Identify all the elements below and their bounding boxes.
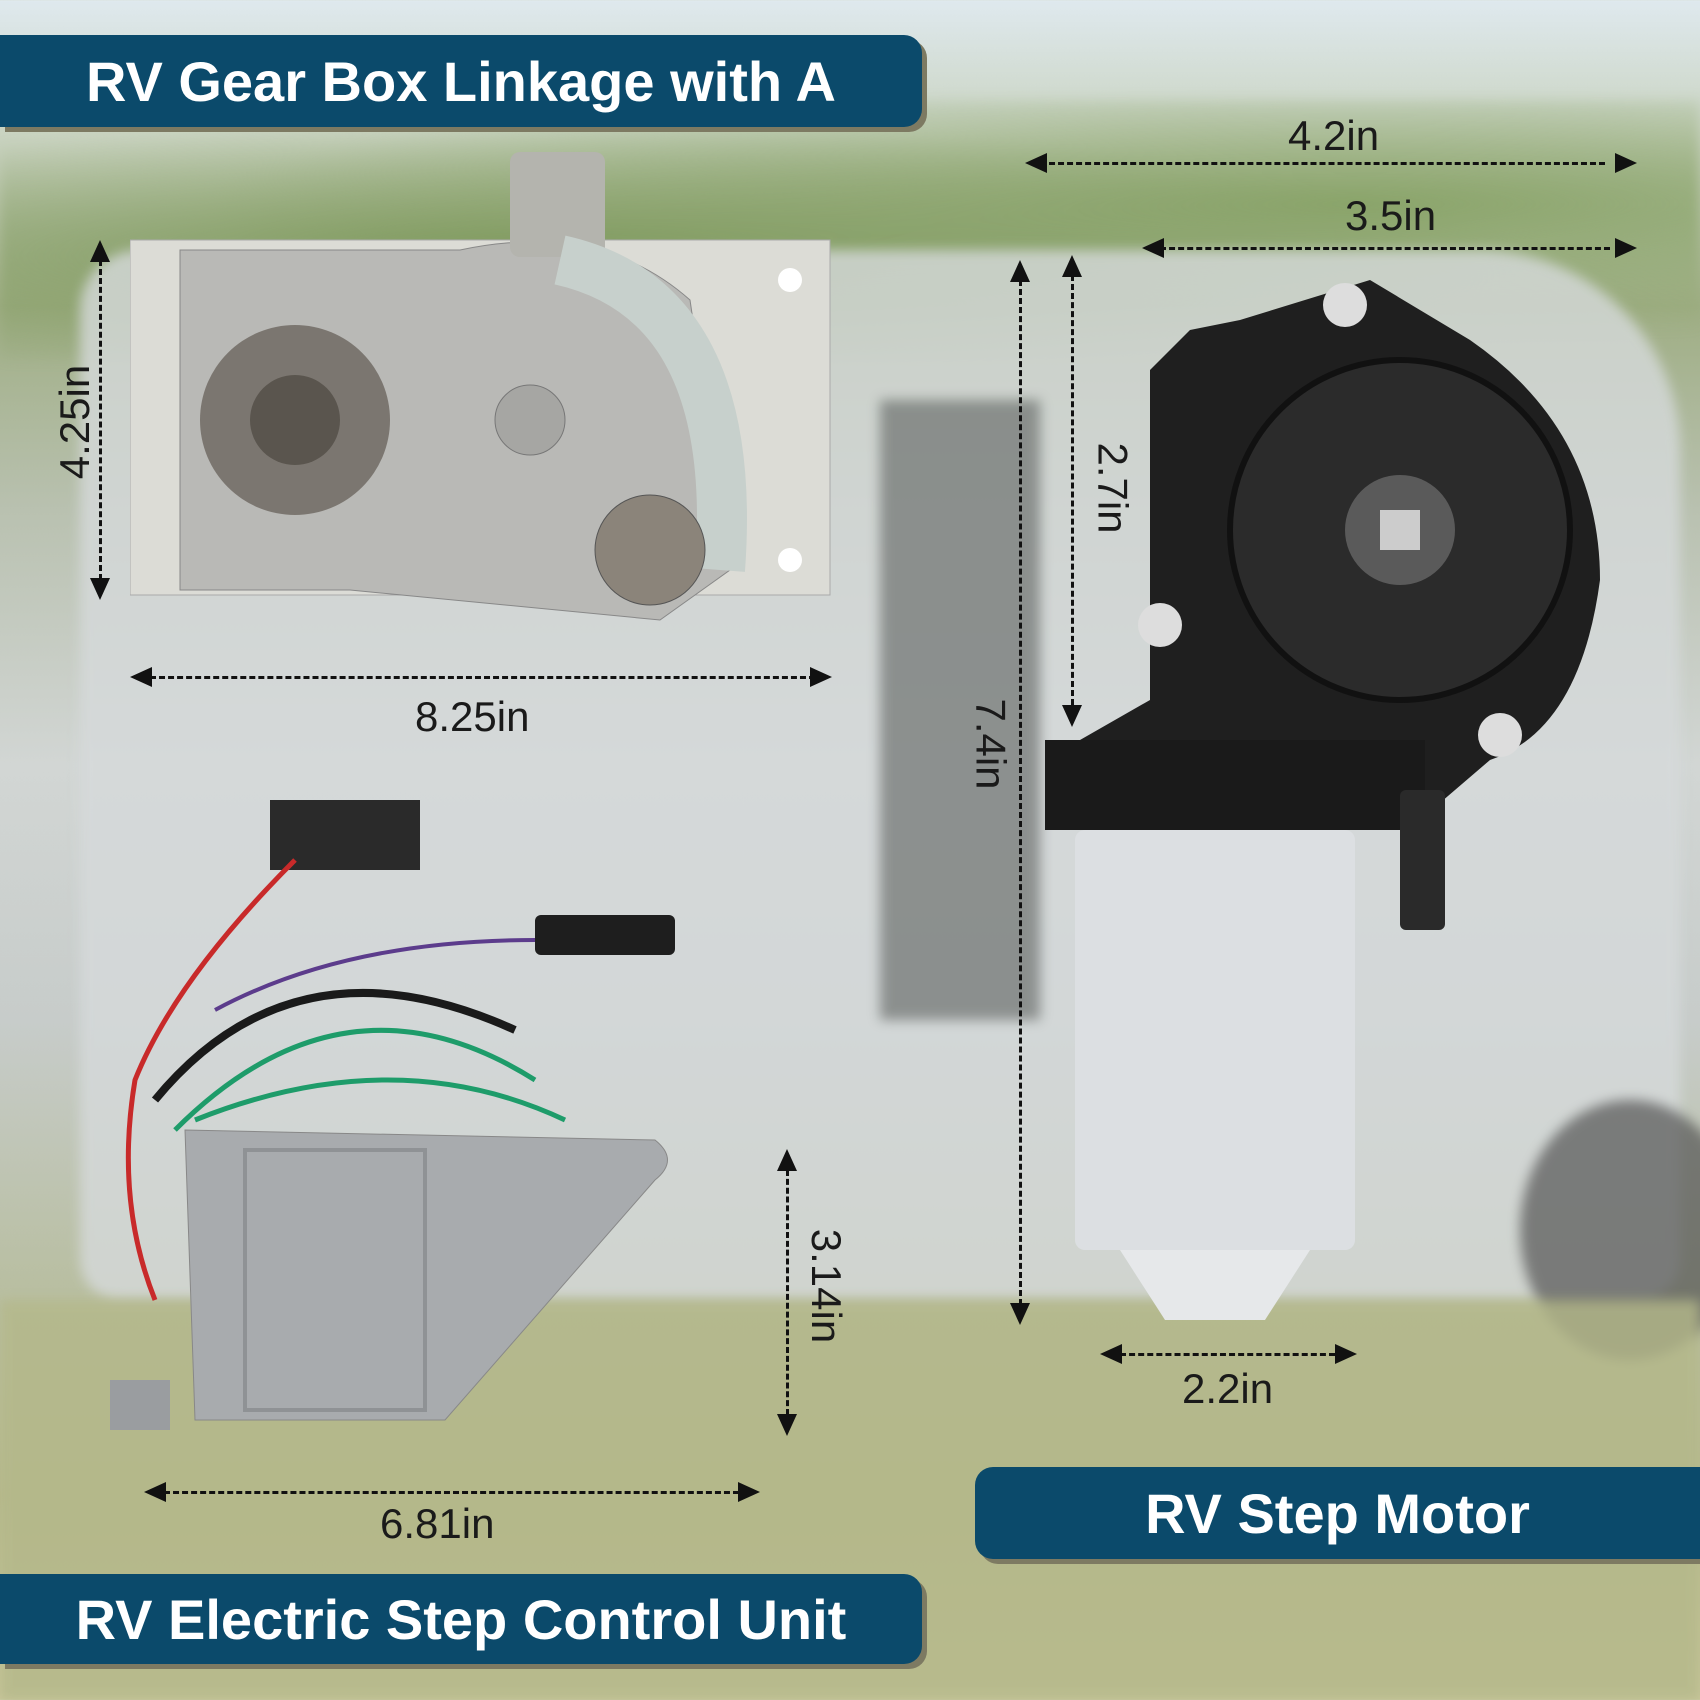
arrow-right-icon (1335, 1344, 1357, 1364)
gear-box-title: RV Gear Box Linkage with A (86, 49, 836, 113)
motor-head-height-line (1071, 275, 1074, 705)
arrow-right-icon (1615, 238, 1637, 258)
control-unit-title-banner: RV Electric Step Control Unit (0, 1574, 922, 1664)
control-unit-title: RV Electric Step Control Unit (75, 1587, 847, 1651)
control-unit-image (110, 800, 675, 1430)
motor-total-width-label: 4.2in (1288, 112, 1380, 159)
arrow-left-icon (1142, 238, 1164, 258)
motor-can-width-label: 2.2in (1182, 1365, 1274, 1412)
arrow-down-icon (777, 1414, 797, 1436)
step-motor-title-banner: RV Step Motor (975, 1467, 1700, 1559)
control-height-line (786, 1170, 789, 1415)
arrow-left-icon (144, 1482, 166, 1502)
step-motor-image (1045, 280, 1600, 1320)
motor-head-width-line (1160, 247, 1610, 250)
arrow-right-icon (1615, 153, 1637, 173)
control-height-label: 3.14in (803, 1228, 851, 1344)
control-width-line (164, 1491, 739, 1494)
gear-box-image (130, 152, 831, 621)
motor-total-height-label: 7.4in (967, 698, 1015, 790)
gear-box-width-line (150, 676, 815, 679)
motor-can-width-line (1120, 1353, 1335, 1356)
motor-total-height-line (1019, 280, 1022, 1305)
step-motor-title: RV Step Motor (1145, 1481, 1530, 1545)
gear-box-height-line (99, 260, 102, 580)
arrow-down-icon (1062, 705, 1082, 727)
motor-head-height-label: 2.7in (1089, 442, 1137, 534)
arrow-down-icon (90, 578, 110, 600)
arrow-right-icon (810, 667, 832, 687)
control-width-label: 6.81in (380, 1500, 495, 1547)
gear-box-height-label: 4.25in (51, 364, 99, 480)
arrow-up-icon (90, 240, 110, 262)
arrow-down-icon (1010, 1303, 1030, 1325)
arrow-left-icon (1100, 1344, 1122, 1364)
background-rv-door (880, 400, 1040, 1020)
arrow-right-icon (738, 1482, 760, 1502)
arrow-up-icon (1062, 255, 1082, 277)
motor-head-width-label: 3.5in (1345, 192, 1437, 239)
gear-box-title-banner: RV Gear Box Linkage with A (0, 35, 922, 127)
arrow-left-icon (130, 667, 152, 687)
motor-total-width-line (1040, 162, 1605, 165)
arrow-up-icon (1010, 260, 1030, 282)
arrow-up-icon (777, 1149, 797, 1171)
gear-box-width-label: 8.25in (415, 693, 530, 740)
arrow-left-icon (1025, 153, 1047, 173)
